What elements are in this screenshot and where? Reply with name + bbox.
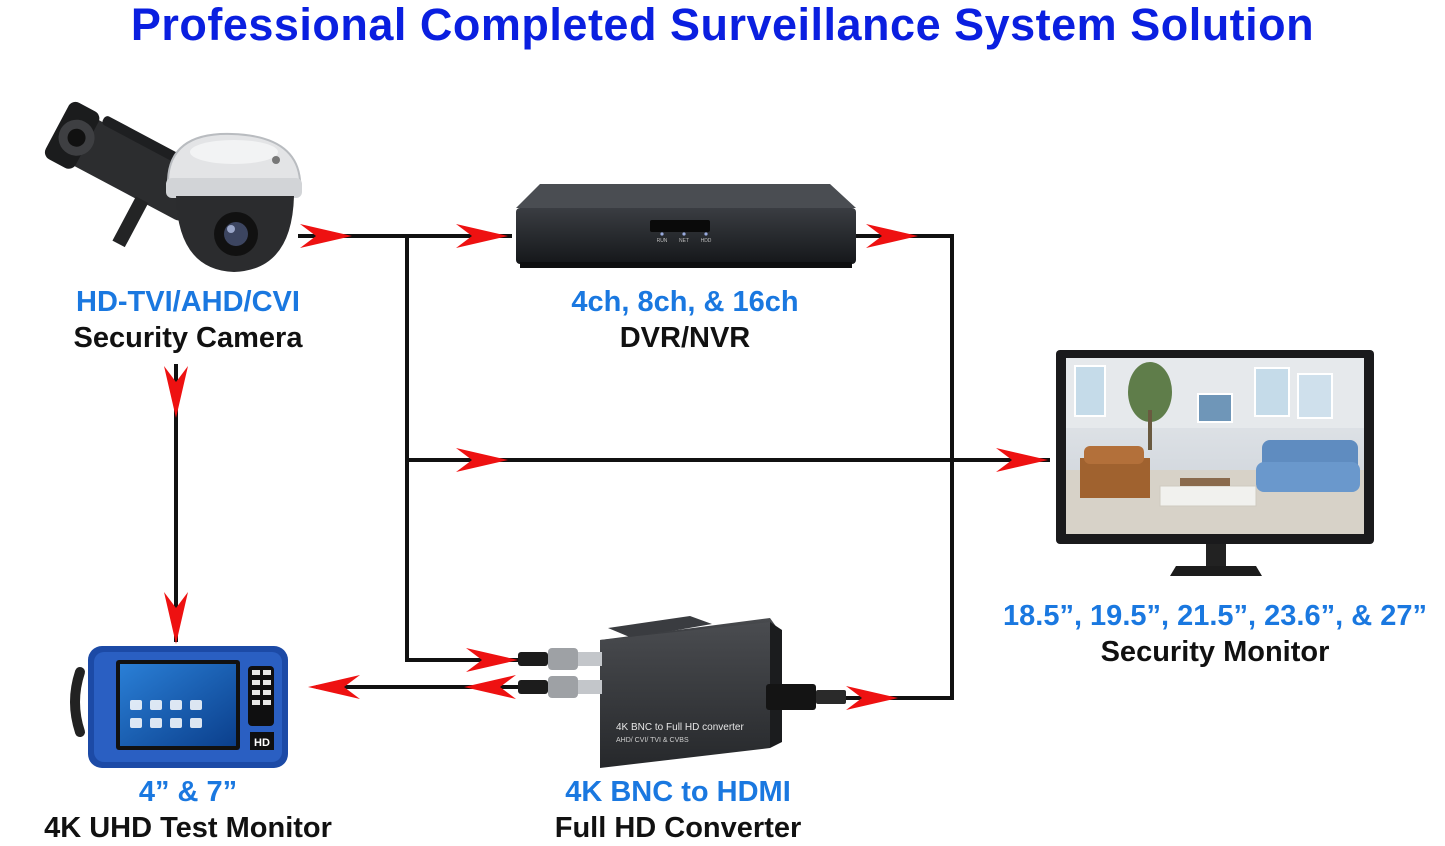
arrow-right-icon — [456, 224, 508, 248]
arrows — [164, 224, 1048, 710]
arrow-left-icon — [308, 675, 360, 699]
arrow-right-icon — [300, 224, 352, 248]
security-camera-image — [44, 101, 302, 272]
arrow-down-icon — [164, 366, 188, 418]
dvr-spec: 4ch, 8ch, & 16ch — [571, 286, 799, 318]
camera-name: Security Camera — [73, 322, 303, 354]
monitor-label: 18.5”, 19.5”, 21.5”, 23.6”, & 27” Securi… — [975, 598, 1445, 670]
line-trunk-vertical — [405, 234, 520, 662]
tester-spec: 4” & 7” — [138, 776, 238, 808]
dvr-nvr-image: RUN NET HDD — [516, 184, 856, 268]
led-net-label: NET — [679, 238, 689, 244]
converter-name: Full HD Converter — [554, 812, 802, 844]
arrow-right-icon — [456, 448, 508, 472]
bnc-connector-icon — [518, 648, 602, 698]
monitor-name: Security Monitor — [1100, 636, 1330, 668]
led-run-label: RUN — [657, 238, 668, 244]
arrow-right-icon — [996, 448, 1048, 472]
tester-label: 4” & 7” 4K UHD Test Monitor — [18, 774, 358, 846]
hdmi-plug-icon — [766, 684, 846, 710]
tester-name: 4K UHD Test Monitor — [44, 812, 332, 844]
converter-panel-subtext: AHD/ CVI/ TVI & CVBS — [616, 737, 689, 744]
monitor-spec: 18.5”, 19.5”, 21.5”, 23.6”, & 27” — [1003, 600, 1427, 632]
dvr-label: 4ch, 8ch, & 16ch DVR/NVR — [535, 284, 835, 356]
test-monitor-image: HD — [70, 646, 288, 768]
led-hdd-label: HDD — [701, 238, 712, 244]
arrow-right-icon — [846, 686, 898, 710]
dome-camera-icon — [166, 132, 302, 272]
camera-label: HD-TVI/AHD/CVI Security Camera — [38, 284, 338, 356]
camera-spec: HD-TVI/AHD/CVI — [76, 286, 300, 318]
converter-panel-text: 4K BNC to Full HD converter — [616, 722, 744, 733]
converter-label: 4K BNC to HDMI Full HD Converter — [518, 774, 838, 846]
dvr-status-leds: RUN NET HDD — [657, 232, 712, 244]
arrow-left-icon — [464, 675, 516, 699]
page-title: Professional Completed Surveillance Syst… — [130, 0, 1315, 50]
arrow-down-icon — [164, 592, 188, 644]
tester-hd-badge: HD — [254, 737, 270, 749]
dvr-name: DVR/NVR — [619, 322, 751, 354]
converter-image: 4K BNC to Full HD converter AHD/ CVI/ TV… — [518, 616, 846, 768]
arrow-right-icon — [866, 224, 918, 248]
security-monitor-image — [1056, 350, 1374, 576]
line-dvr-to-right-bus — [838, 234, 954, 700]
converter-spec: 4K BNC to HDMI — [565, 776, 791, 808]
arrow-right-icon — [466, 648, 518, 672]
